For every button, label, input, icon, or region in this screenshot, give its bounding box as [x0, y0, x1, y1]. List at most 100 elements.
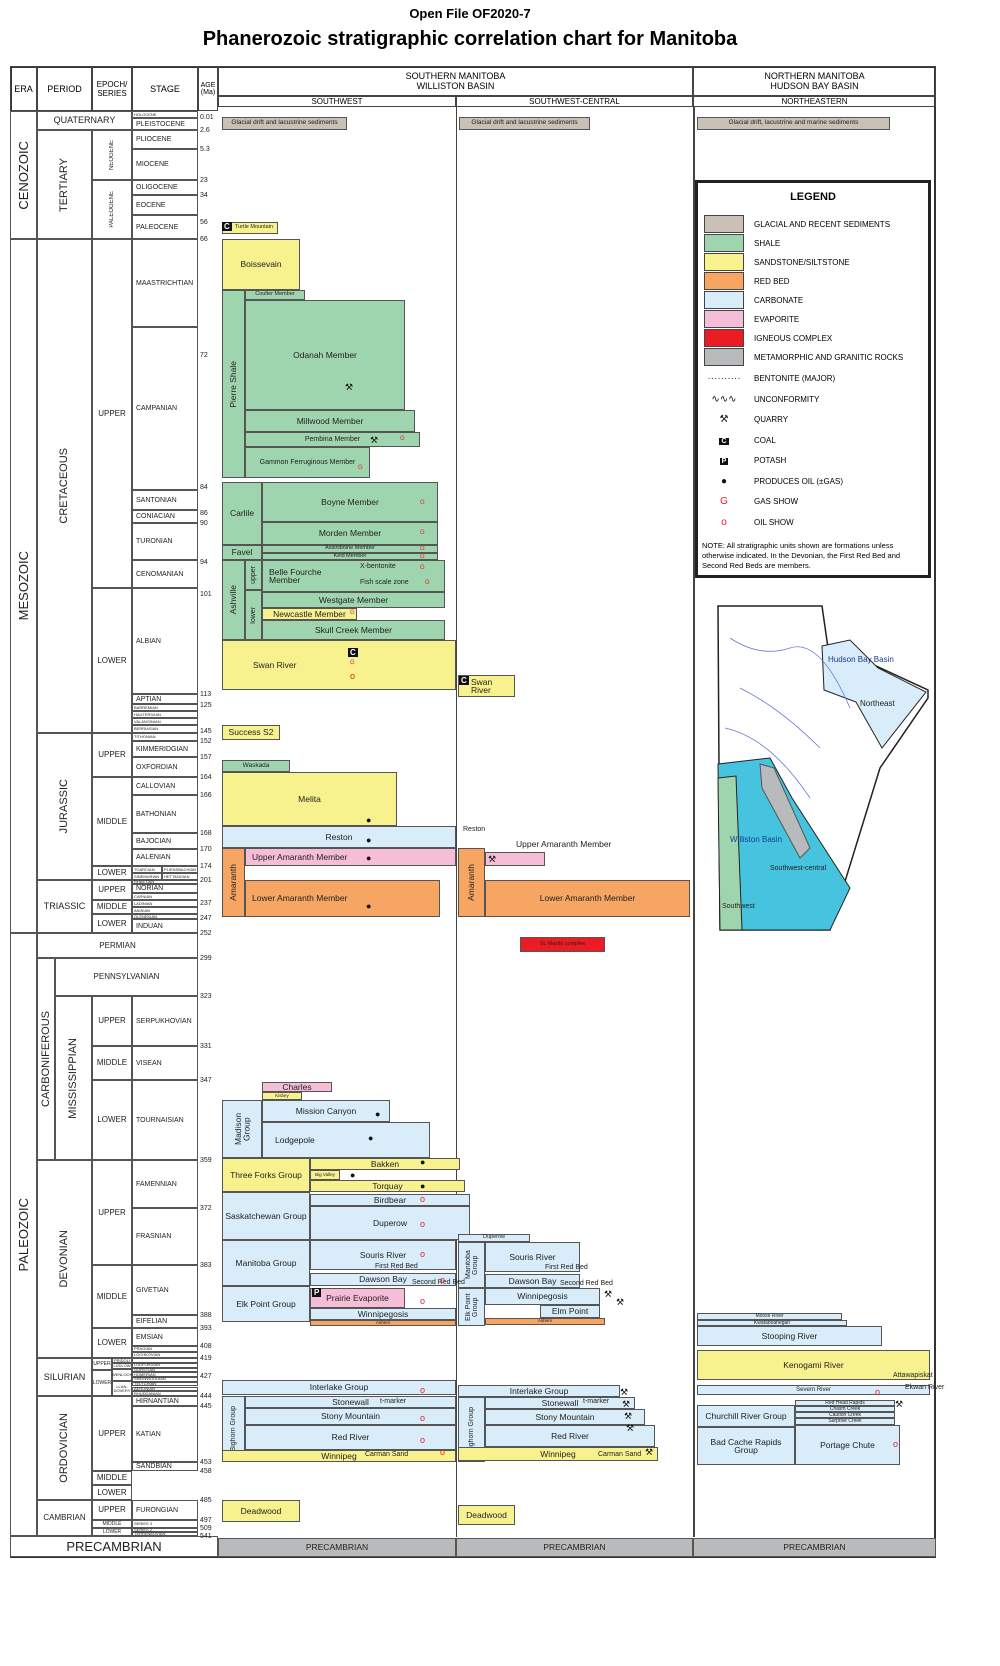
epoch-upper-label: UPPER — [98, 1016, 126, 1025]
sw-upper: upper — [245, 560, 262, 590]
swc-deadwood: Deadwood — [458, 1505, 515, 1525]
sw-stonewall-label: Stonewall — [332, 1396, 369, 1407]
sw-interlake-group: Interlake Group — [222, 1380, 456, 1395]
swc-duperow-label: Duperow — [482, 1234, 505, 1241]
stage-emsian: EMSIAN — [132, 1328, 198, 1346]
stage-albian-label: ALBIAN — [136, 637, 161, 645]
sw-waskada: Waskada — [222, 760, 290, 772]
age-label: 445 — [200, 1402, 212, 1410]
stage-eifelian-label: EIFELIAN — [136, 1318, 168, 1325]
sw-mission-canyon: Mission Canyon — [262, 1100, 390, 1122]
stage-series-3-label: SERIES 3 — [134, 1521, 153, 1526]
age-label: 168 — [200, 829, 212, 837]
epoch-upper-label: UPPER — [93, 1360, 111, 1367]
annotation-t-marker: t-marker — [583, 1398, 610, 1405]
quarry-icon: ⚒ — [624, 1411, 633, 1421]
swc-red-river-label: Red River — [551, 1430, 589, 1441]
gas-show-icon: G — [420, 500, 425, 506]
stage-pleistocene: PLEISTOCENE — [132, 118, 198, 130]
gas-show-icon: G — [420, 546, 425, 552]
period-quaternary: QUATERNARY — [37, 111, 132, 130]
oil-show-icon: o — [440, 1275, 446, 1285]
quarry-icon: ⚒ — [626, 1423, 635, 1433]
sw-carlile: Carlile — [222, 482, 262, 545]
sw-madison-group: Madison Group — [222, 1100, 262, 1158]
period-pennsylvanian: PENNSYLVANIAN — [55, 958, 198, 996]
swc-glacial-drift-and-lacustrine-sediments-label: Glacial drift and lacustrine sediments — [471, 119, 578, 127]
ne-kwataboahegan: Kwataboahegan — [697, 1320, 847, 1326]
sw-morden-member: Morden Member — [262, 522, 438, 545]
stage-pliensbachian: PLIENSBACHIAN — [162, 866, 198, 873]
ne-bad-cache-rapids-group: Bad Cache Rapids Group — [697, 1427, 795, 1465]
stage-coniacian-label: CONIACIAN — [136, 513, 175, 520]
map-label-southwest: Southwest — [722, 903, 755, 910]
epoch-pridoli: PRIDOLI — [112, 1358, 132, 1363]
ne-kwataboahegan-label: Kwataboahegan — [753, 1319, 791, 1326]
header-period: PERIOD — [37, 66, 92, 111]
epoch-lower-label: LOWER — [92, 1379, 112, 1386]
header-northeastern: NORTHEASTERN — [693, 96, 936, 107]
sw-prairie-evaporite: Prairie Evaporite — [310, 1288, 405, 1308]
stage-carnian-label: CARNIAN — [134, 893, 153, 899]
epoch-upper: UPPER — [92, 1358, 112, 1370]
period-mississippian-label: MISSISSIPPIAN — [67, 1037, 79, 1119]
oil-production-icon: ● — [375, 1109, 381, 1119]
sw-boyne-member: Boyne Member — [262, 482, 438, 522]
stage-hauterivian-label: HAUTERIVIAN — [134, 711, 161, 717]
legend-label: RED BED — [754, 276, 790, 286]
stage-ludfordian-label: LUDFORDIAN — [134, 1362, 161, 1368]
stage-campanian: CAMPANIAN — [132, 327, 198, 490]
stage-pliensbachian-label: PLIENSBACHIAN — [164, 866, 197, 872]
oil-production-icon: ● — [366, 815, 372, 825]
swc-stonewall-label: Stonewall — [541, 1397, 579, 1408]
swc-interlake-group: Interlake Group — [458, 1385, 620, 1397]
sw-turtle-mountain-label: Turtle Mountain — [235, 224, 274, 231]
legend-label: GAS SHOW — [754, 497, 799, 506]
age-label: 125 — [200, 701, 212, 709]
annotation-carman-sand: Carman Sand — [365, 1451, 409, 1458]
swc-glacial-drift-and-lacustrine-sediments: Glacial drift and lacustrine sediments — [459, 117, 590, 130]
epoch-paleogene-label: PALEOGENE — [109, 191, 115, 228]
swc-stonewall: Stonewall — [485, 1397, 635, 1409]
stage-turonian-label: TURONIAN — [136, 538, 173, 545]
stage-coniacian: CONIACIAN — [132, 510, 198, 523]
legend-label: GLACIAL AND RECENT SEDIMENTS — [754, 219, 891, 229]
header-age: AGE (Ma) — [198, 66, 218, 111]
sw-bakken-label: Bakken — [370, 1158, 400, 1169]
age-label: 90 — [200, 519, 208, 527]
age-label: 157 — [200, 753, 212, 761]
sw-deadwood-label: Deadwood — [240, 1505, 282, 1516]
sw-kisbey-label: Kisbey — [275, 1092, 289, 1098]
precambrian-era: PRECAMBRIAN — [10, 1536, 218, 1557]
age-label: 5.3 — [200, 145, 210, 153]
sw-torquay: Torquay — [310, 1180, 465, 1192]
stage-berriasian-label: BERRIASIAN — [134, 726, 159, 731]
stage-aptian: APTIAN — [132, 694, 198, 704]
age-label: 113 — [200, 690, 212, 698]
sw-stony-mountain: Stony Mountain — [245, 1408, 456, 1425]
carb-swatch — [704, 291, 744, 309]
sw-ashern: Ashern — [310, 1320, 456, 1326]
sw-swan-river: Swan River — [222, 640, 456, 690]
age-label: 408 — [200, 1342, 212, 1350]
sw-interlake-group-label: Interlake Group — [309, 1382, 369, 1393]
stage-sandbian-label: SANDBIAN — [136, 1463, 172, 1470]
stage-tithonian-label: TITHONIAN — [134, 734, 156, 739]
sw-waskada-label: Waskada — [242, 761, 270, 769]
age-label: 359 — [200, 1156, 212, 1164]
sw-boissevain-label: Boissevain — [240, 259, 282, 270]
sw-odanah-member: Odanah Member — [245, 300, 405, 410]
quarry-icon: ⚒ — [719, 414, 729, 425]
stage-holocene-label: HOLOCENE — [134, 111, 157, 117]
shale-swatch — [704, 234, 744, 252]
stage-series-2: SERIES 2 — [132, 1528, 198, 1532]
epoch-ludlow: LUDLOW — [112, 1363, 132, 1369]
sw-big-valley-label: Big Valley — [315, 1171, 335, 1177]
swc-amaranth-label: Amaranth — [466, 864, 477, 901]
age-label: 383 — [200, 1261, 212, 1269]
oil-show-icon: o — [420, 1435, 426, 1445]
stage-famennian: FAMENNIAN — [132, 1160, 198, 1208]
swc-interlake-group-label: Interlake Group — [509, 1385, 569, 1396]
sw-prairie-evaporite-label: Prairie Evaporite — [326, 1292, 389, 1303]
